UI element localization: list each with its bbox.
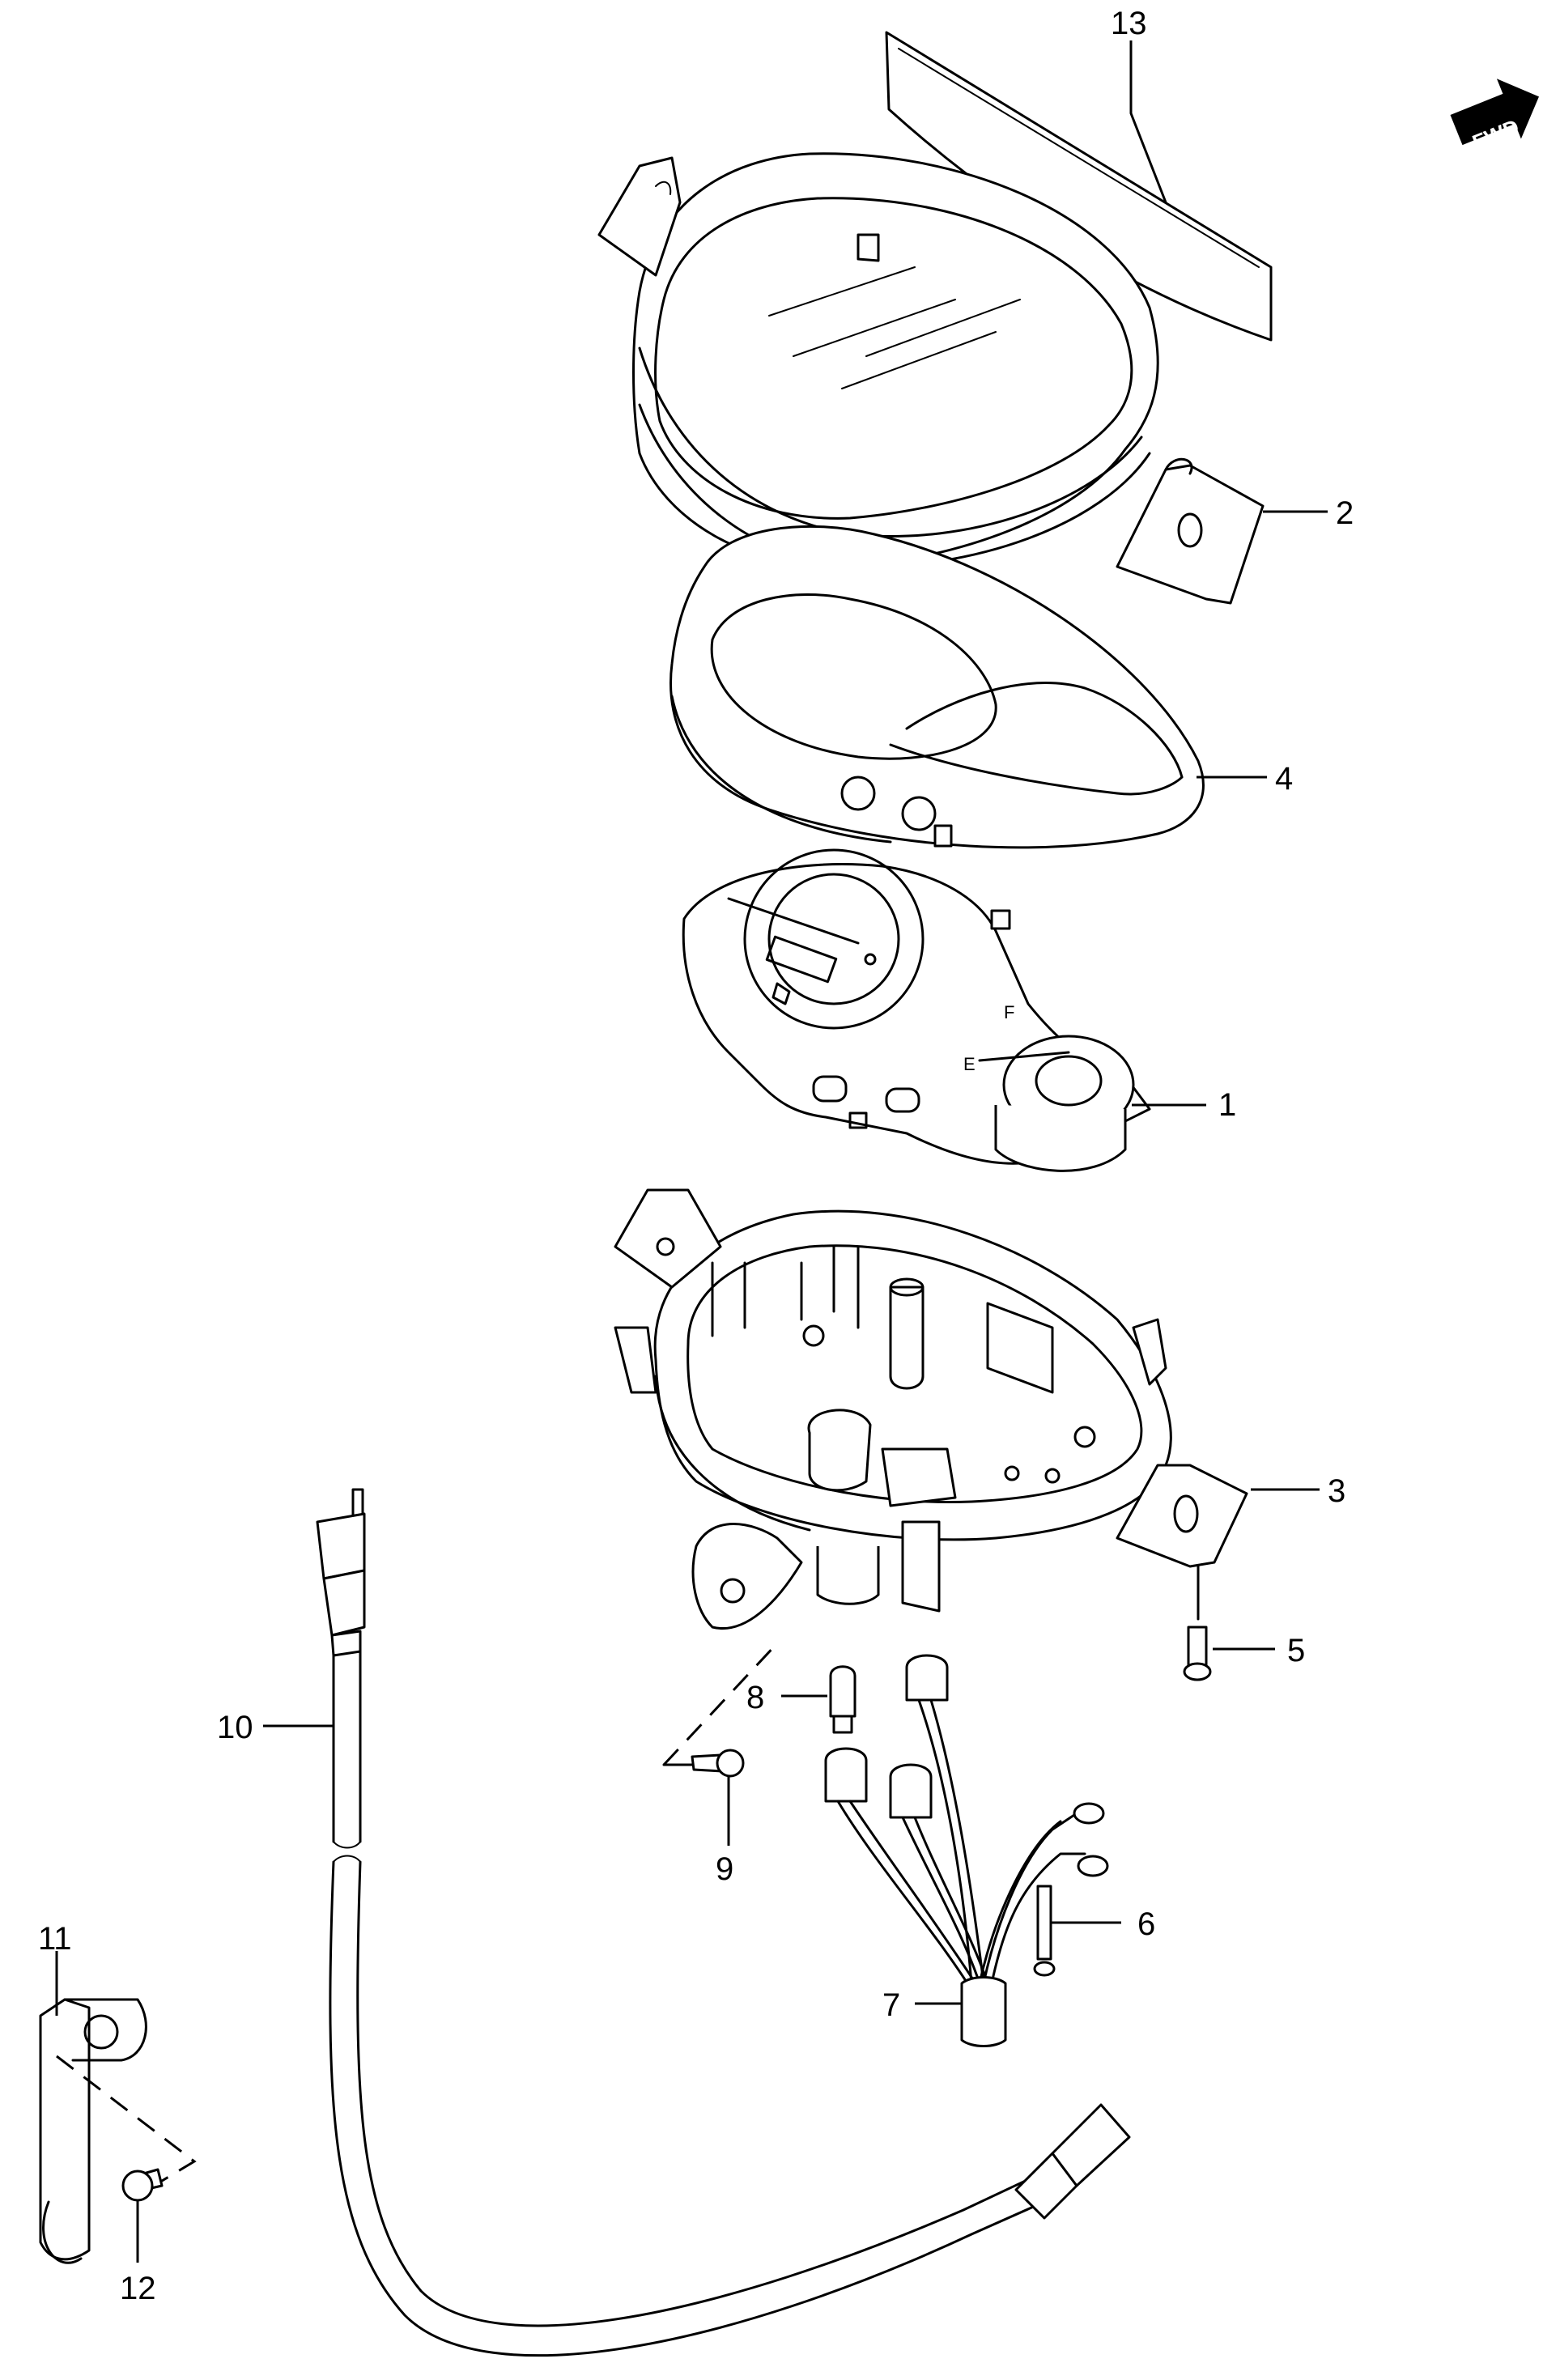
forward-arrow-icon: [1450, 79, 1539, 146]
callout-8: 8: [746, 1680, 764, 1715]
callout-10: 10: [217, 1710, 253, 1745]
part-12-screw: [56, 2055, 197, 2202]
callout-11: 11: [38, 1921, 72, 1957]
part-3-meter-case: [614, 1188, 1248, 1630]
part-5-screw: [1183, 1565, 1212, 1681]
callout-12: 12: [120, 2271, 156, 2306]
part-11-cable-clip: [39, 1998, 147, 2264]
leader-13: [1129, 40, 1167, 203]
part-9-screw: [662, 1642, 779, 1778]
callout-4: 4: [1275, 761, 1293, 797]
callout-13: 13: [1111, 6, 1147, 41]
fwd-indicator: FWD: [1450, 79, 1539, 155]
part-10-speedo-cable: [316, 1488, 1131, 2357]
leader-lines: [55, 40, 1328, 2263]
callout-labels: 13 2 4 1 3 5 8 10 9 6 7 11 12: [38, 6, 1354, 2306]
callout-1: 1: [1218, 1087, 1236, 1123]
dial-fuel-full-mark: F: [1004, 1002, 1014, 1022]
callout-9: 9: [716, 1851, 733, 1887]
part-4-bezel: [669, 525, 1205, 849]
callout-6: 6: [1137, 1906, 1155, 1942]
part-6-screw: [1033, 1885, 1056, 1977]
part-7-wire-harness: [824, 1654, 1109, 2047]
part-8-bulb: [829, 1665, 857, 1734]
callout-5: 5: [1287, 1633, 1305, 1668]
callout-2: 2: [1336, 495, 1354, 531]
callout-7: 7: [882, 1987, 900, 2023]
callout-3: 3: [1328, 1473, 1345, 1509]
part-1-meter-assembly: F E: [682, 848, 1151, 1172]
dial-fuel-empty-mark: E: [963, 1054, 976, 1074]
